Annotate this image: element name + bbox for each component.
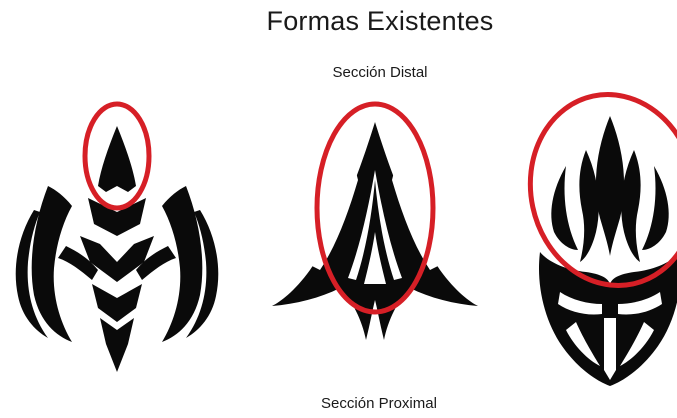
tribal-shape-left: [15, 126, 219, 372]
tribal-shape-center: [272, 122, 478, 340]
highlight-ring-center: [314, 101, 436, 315]
highlight-ring-right: [527, 92, 677, 288]
label-distal-section: Sección Distal: [332, 64, 428, 81]
tribal-shape-right: [538, 116, 677, 386]
highlight-ring-left: [82, 101, 152, 211]
figure-title: Formas Existentes: [266, 6, 494, 36]
label-proximal-section: Sección Proximal: [321, 395, 437, 412]
